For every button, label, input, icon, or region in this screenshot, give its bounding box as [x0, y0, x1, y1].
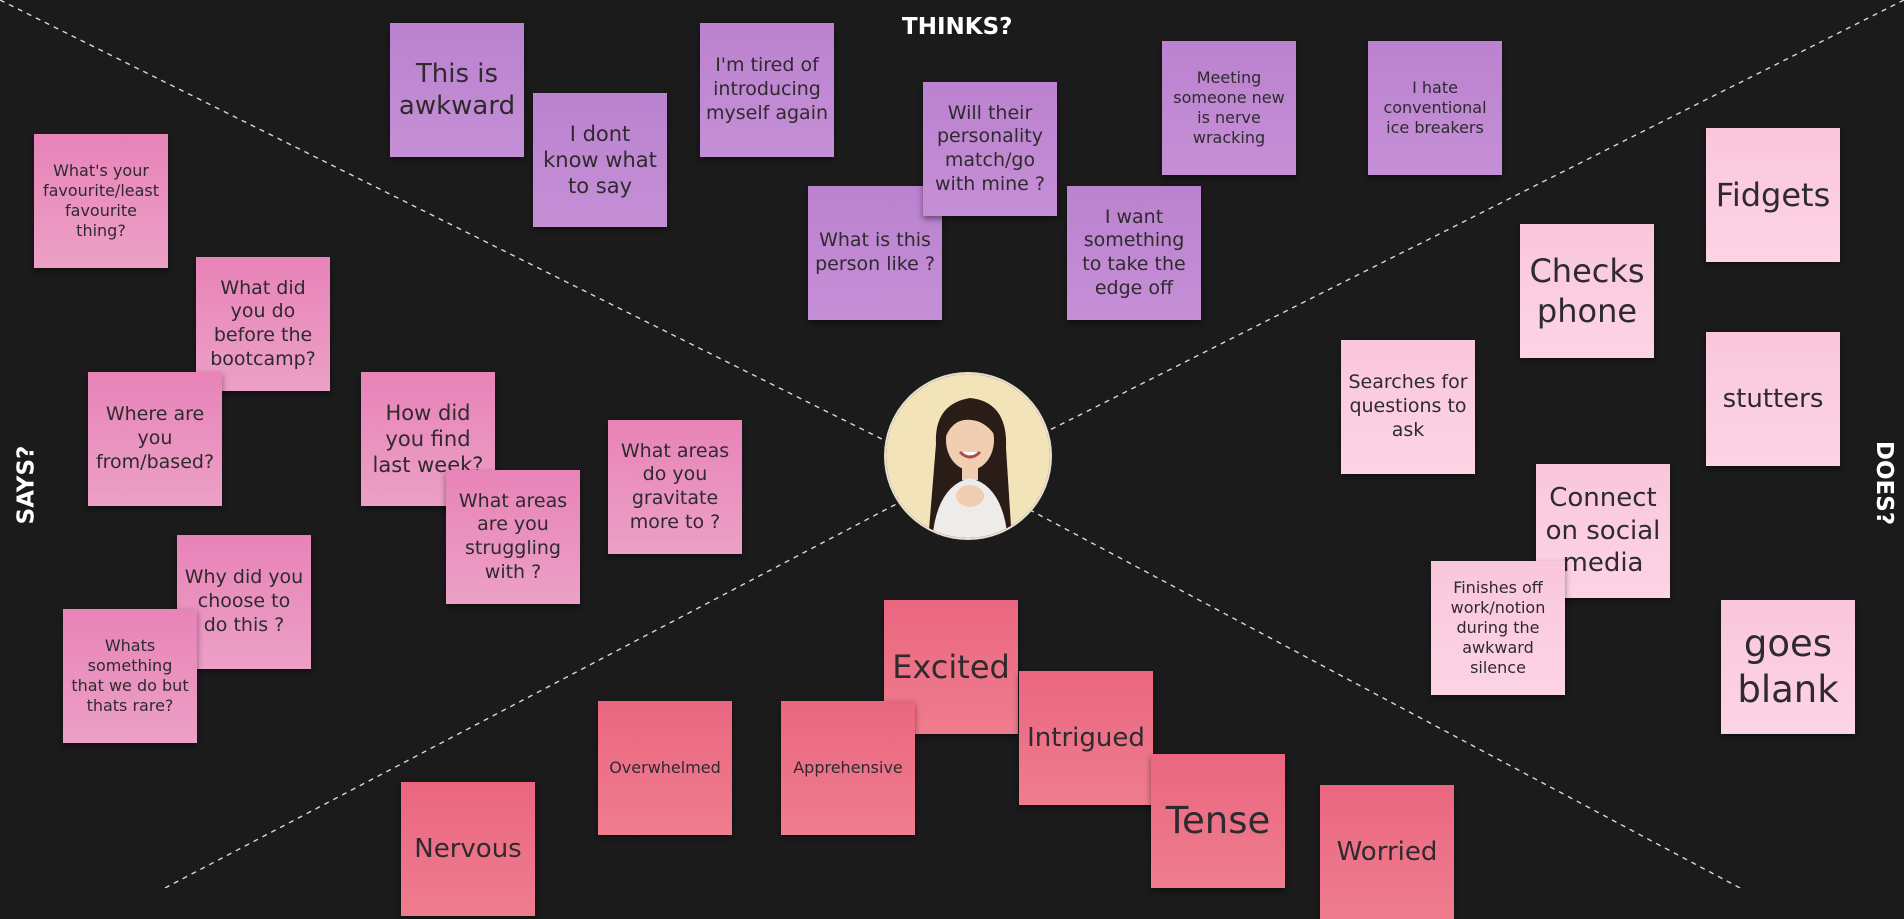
feels-note[interactable]: Intrigued [1019, 671, 1153, 805]
does-note[interactable]: stutters [1706, 332, 1840, 466]
divider-line-top-left [0, 0, 905, 451]
thinks-note[interactable]: Will their personality match/go with min… [923, 82, 1057, 216]
divider-line-top-right [1029, 0, 1904, 441]
divider-line-bottom-right [1029, 509, 1741, 888]
thinks-note[interactable]: I dont know what to say [533, 93, 667, 227]
does-note[interactable]: goes blank [1721, 600, 1855, 734]
thinks-note[interactable]: I'm tired of introducing myself again [700, 23, 834, 157]
thinks-note[interactable]: Meeting someone new is nerve wracking [1162, 41, 1296, 175]
does-label: DOES? [1871, 440, 1898, 526]
thinks-note[interactable]: What is this person like ? [808, 186, 942, 320]
says-note[interactable]: What did you do before the bootcamp? [196, 257, 330, 391]
thinks-note[interactable]: This is awkward [390, 23, 524, 157]
thinks-note[interactable]: I hate conventional ice breakers [1368, 41, 1502, 175]
says-note[interactable]: What areas are you struggling with ? [446, 470, 580, 604]
persona-avatar [884, 372, 1052, 540]
does-note[interactable]: Checks phone [1520, 224, 1654, 358]
does-note[interactable]: Searches for questions to ask [1341, 340, 1475, 474]
feels-note[interactable]: Tense [1151, 754, 1285, 888]
says-note[interactable]: What areas do you gravitate more to ? [608, 420, 742, 554]
feels-note[interactable]: Worried [1320, 785, 1454, 919]
says-note[interactable]: Why did you choose to do this ? [177, 535, 311, 669]
feels-note[interactable]: Apprehensive [781, 701, 915, 835]
thinks-note[interactable]: I want something to take the edge off [1067, 186, 1201, 320]
feels-note[interactable]: Nervous [401, 782, 535, 916]
says-note[interactable]: How did you find last week? [361, 372, 495, 506]
says-note[interactable]: Whats something that we do but thats rar… [63, 609, 197, 743]
does-note[interactable]: Connect on social media [1536, 464, 1670, 598]
quadrant-divider-lines [0, 0, 1904, 888]
says-note[interactable]: Where are you from/based? [88, 372, 222, 506]
person-photo-icon [886, 374, 1050, 538]
does-note[interactable]: Finishes off work/notion during the awkw… [1431, 561, 1565, 695]
says-label: SAYS? [13, 445, 40, 525]
does-note[interactable]: Fidgets [1706, 128, 1840, 262]
thinks-label: THINKS? [902, 14, 1013, 40]
feels-note[interactable]: Overwhelmed [598, 701, 732, 835]
says-note[interactable]: What's your favourite/least favourite th… [34, 134, 168, 268]
